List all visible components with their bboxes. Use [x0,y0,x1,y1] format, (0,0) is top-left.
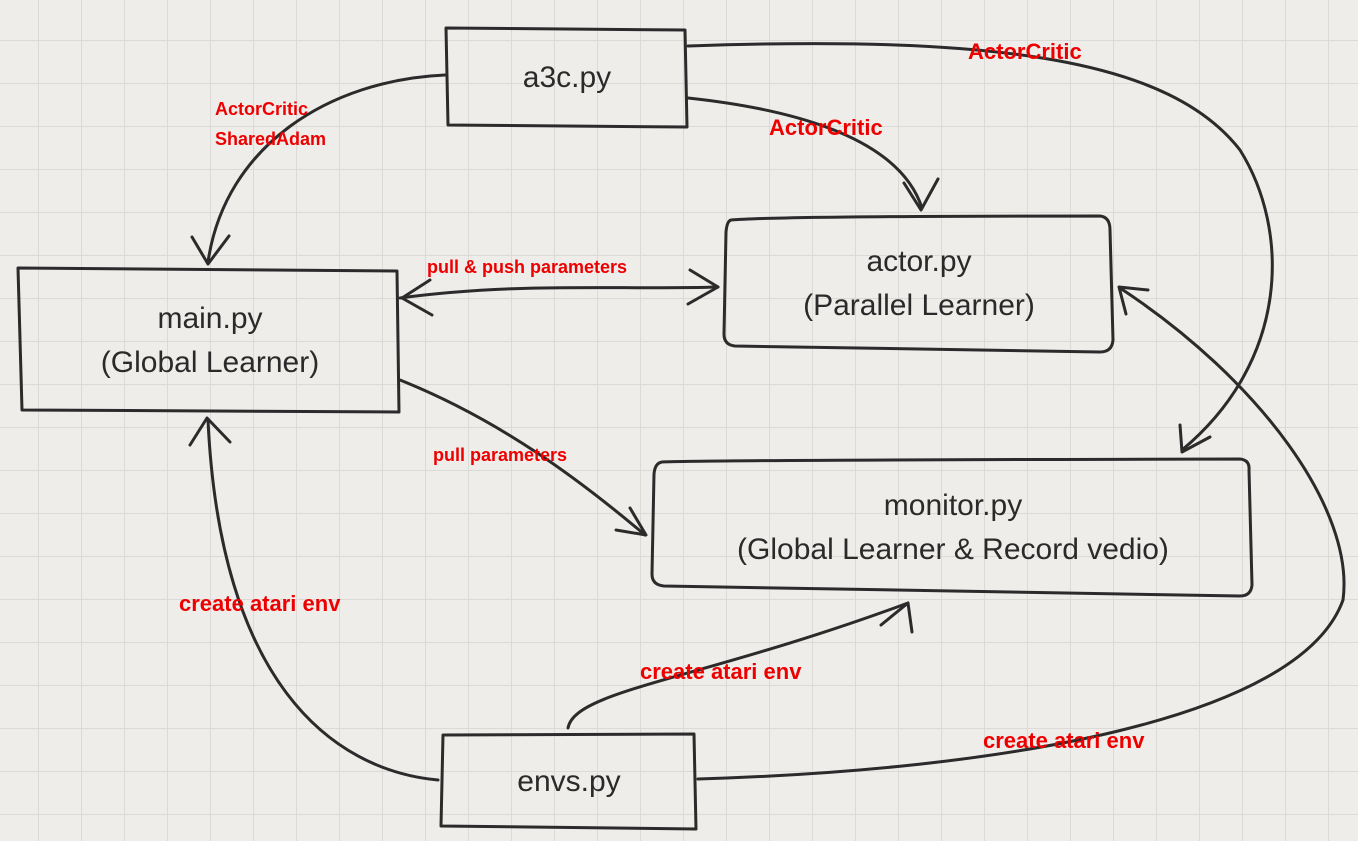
edge-label-a3c-main-line2: SharedAdam [215,129,327,149]
monitor-box-outline [650,457,1254,598]
node-envs-label: envs.py [517,764,621,798]
edge-envs-main [206,418,440,782]
actor-box-outline [722,214,1115,354]
node-actor: actor.py (Parallel Learner) [725,218,1113,350]
edge-label-envs-actor: create atari env [983,728,1145,753]
arrowhead-actor-right [1117,285,1150,316]
main-box-outline [16,266,401,414]
arrowhead-main-top [190,234,231,266]
node-envs: envs.py [442,735,696,828]
arrowhead-monitor-top [1178,423,1212,454]
edge-a3c-monitor [686,42,1274,452]
edge-main-actor [398,285,720,300]
edge-label-main-monitor: pull parameters [433,445,568,465]
node-main-sublabel: (Global Learner) [100,345,320,379]
arrowhead-monitor-left [614,506,648,537]
edge-label-main-actor: pull & push parameters [427,257,628,277]
node-monitor-sublabel: (Global Learner & Record vedio) [737,533,1169,566]
edge-label-a3c-actor: ActorCritic [769,115,883,140]
edge-a3c-main [206,73,447,264]
arrowhead-main-bottom [188,416,232,447]
edge-label-a3c-main: ActorCritic SharedAdam [215,94,326,154]
node-a3c: a3c.py [447,30,687,126]
a3c-box-outline [444,26,689,129]
envs-box-outline [439,732,698,831]
arrowhead-main-right [400,278,434,317]
edge-label-envs-monitor: create atari env [640,659,802,684]
node-main-label: main.py [157,301,263,335]
edge-main-monitor [398,378,647,537]
edge-envs-monitor [566,601,910,730]
node-actor-label: actor.py [866,245,972,278]
edge-label-envs-main: create atari env [179,591,341,616]
node-a3c-label: a3c.py [522,61,612,94]
node-monitor-label: monitor.py [883,489,1023,522]
edge-a3c-actor [686,96,924,210]
edge-label-a3c-monitor: ActorCritic [968,39,1082,64]
node-main: main.py (Global Learner) [20,270,400,411]
node-actor-sublabel: (Parallel Learner) [803,289,1035,322]
node-monitor: monitor.py (Global Learner & Record vedi… [653,461,1253,595]
arrowhead-monitor-bottom [879,601,914,634]
edge-label-a3c-main-line1: ActorCritic [215,99,309,119]
arrowhead-actor-left [686,268,720,306]
edge-envs-actor [696,286,1346,781]
arrowhead-actor-top [902,177,940,212]
